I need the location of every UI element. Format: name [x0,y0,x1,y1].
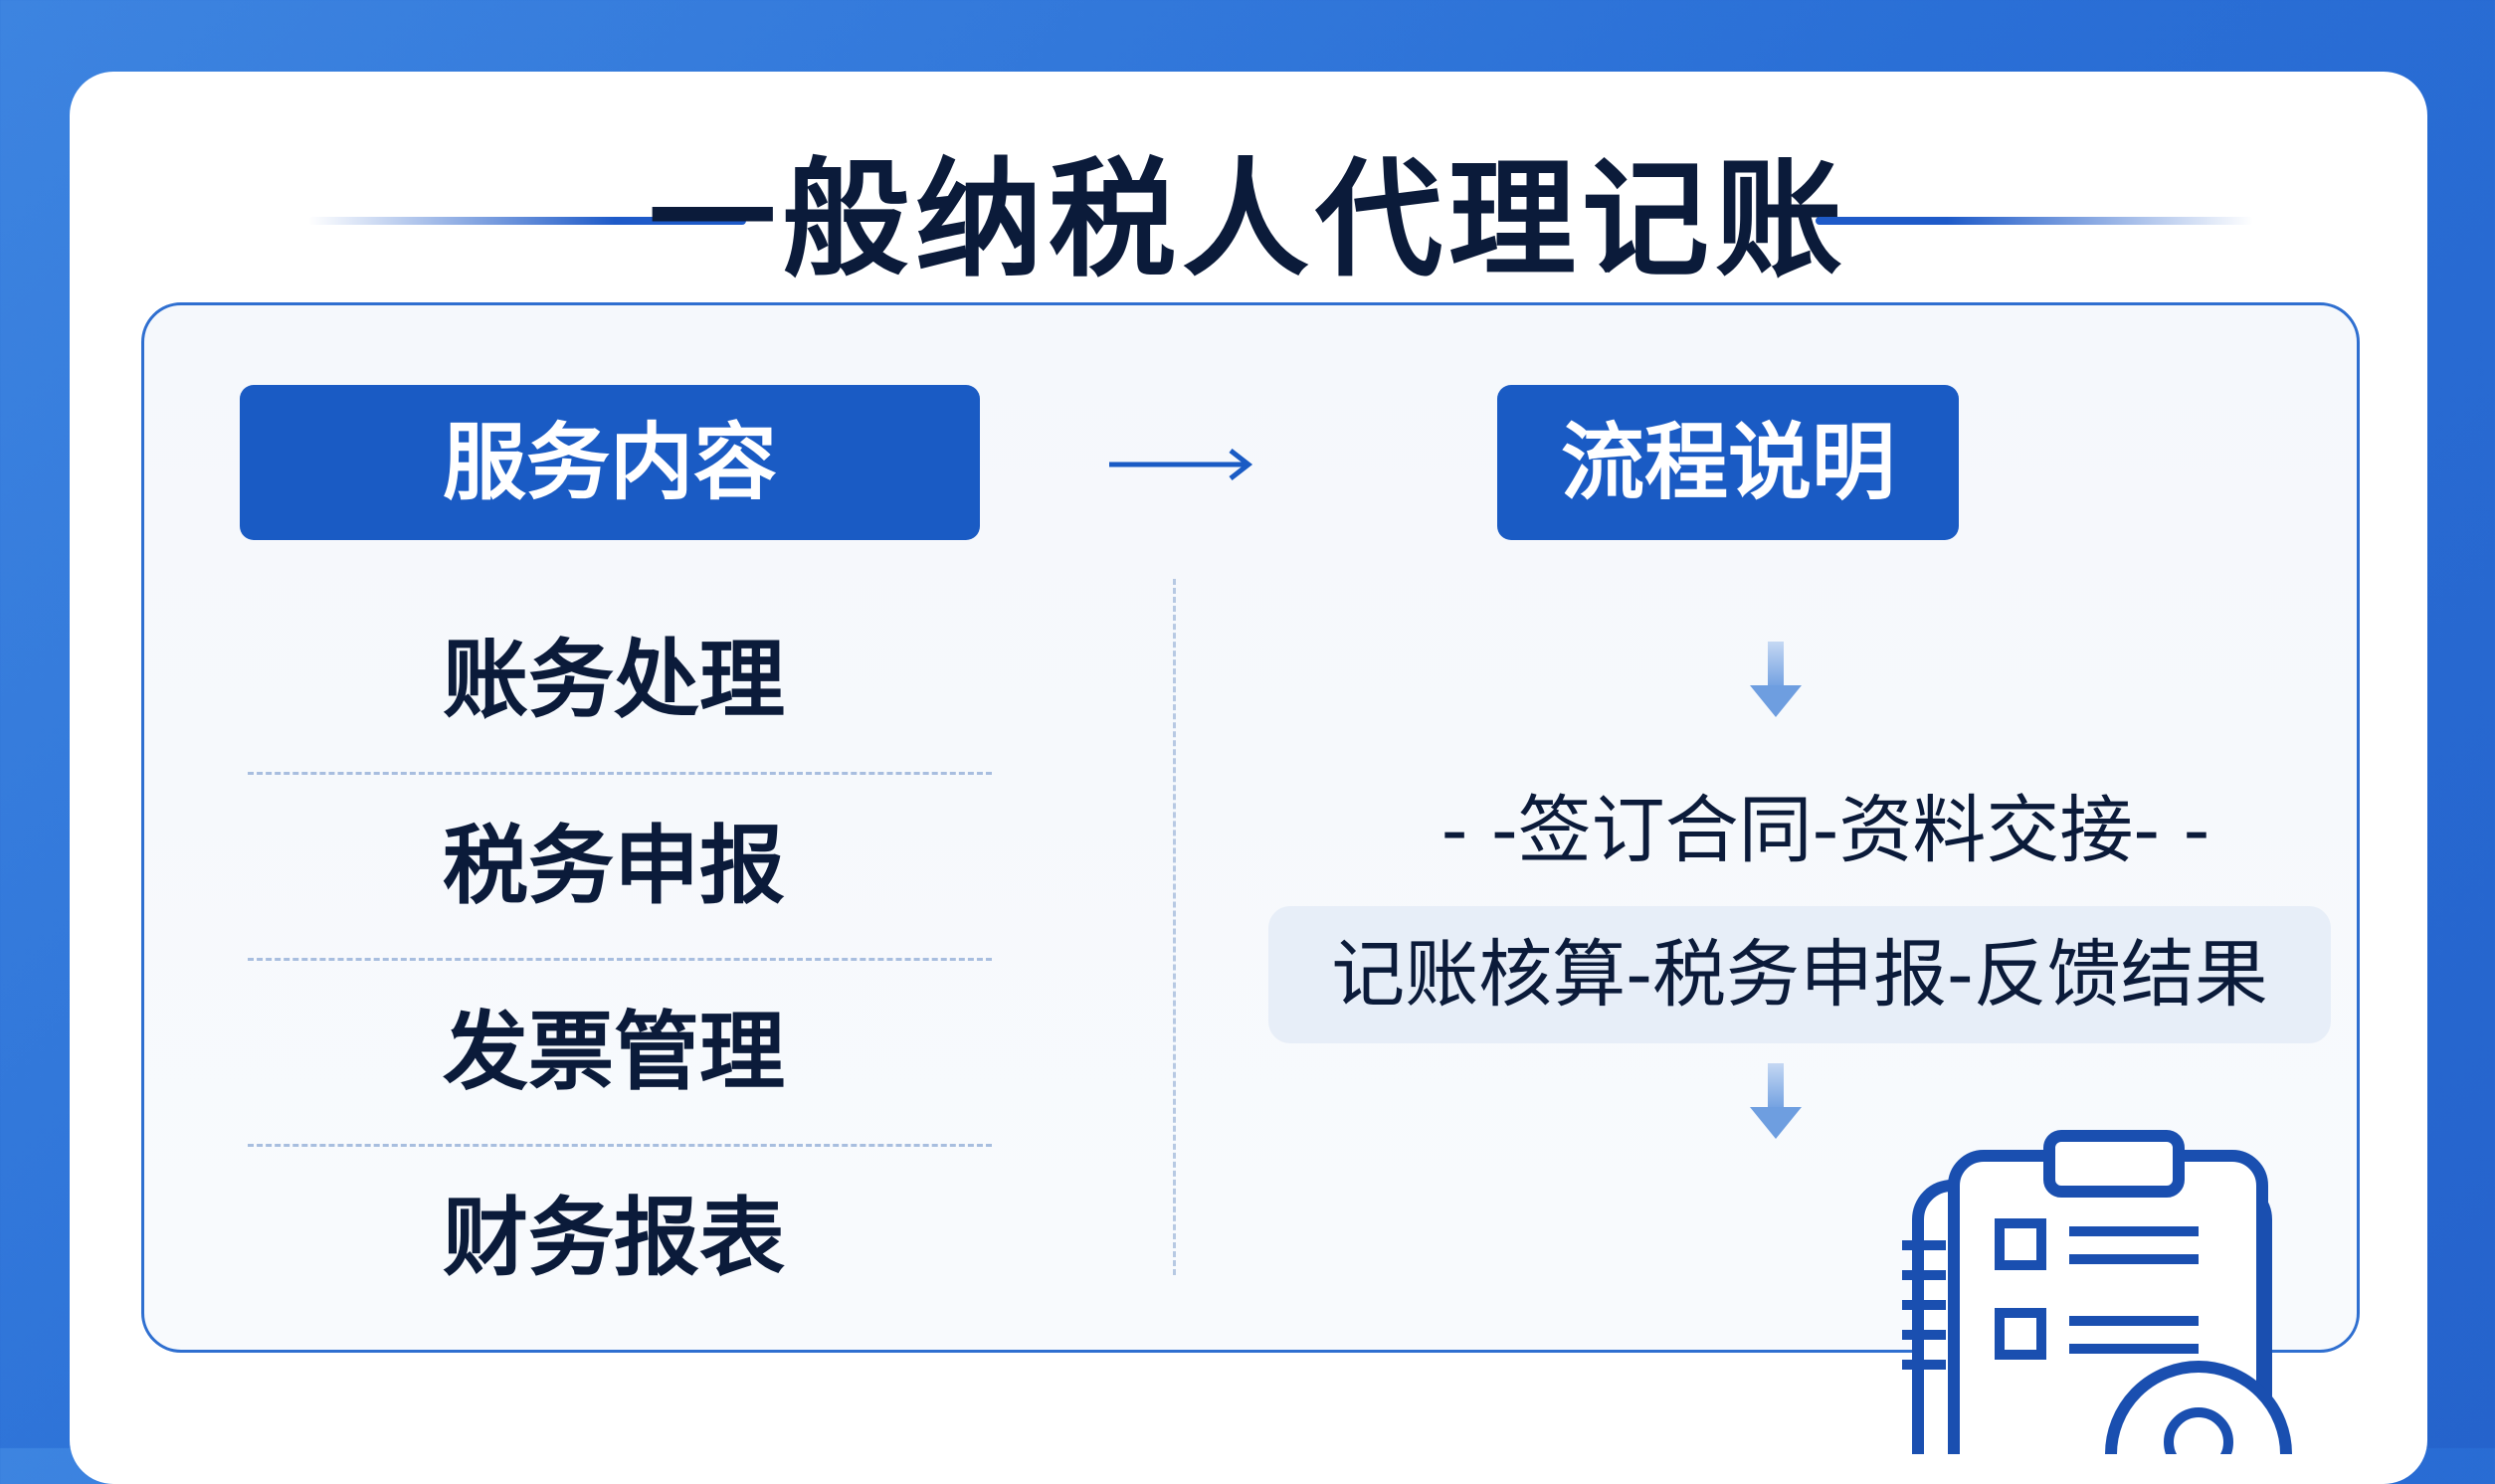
process-steps-line-2: 记账核算-税务申报-反馈结果 [1268,906,2331,1043]
page-title: 一般纳税人代理记账 [648,146,1848,294]
list-item: 发票管理 [248,961,992,1147]
arrow-down-icon [1750,642,1802,717]
title-decor-line-left [308,217,746,225]
process-steps-line-1: - -签订合同-资料交接- - [1440,788,2210,873]
services-list: 账务处理 税务申报 发票管理 财务报表 [248,589,992,1330]
list-item: 税务申报 [248,775,992,961]
arrow-right-icon [1109,449,1253,480]
column-divider [1173,579,1176,1275]
clipboard-checklist-icon [1902,1130,2292,1454]
services-heading: 服务内容 [240,385,980,540]
title-row: 一般纳税人代理记账 [70,141,2427,300]
main-card: 一般纳税人代理记账 服务内容 流程说明 账务处理 税务申报 发票管理 财务报表 … [70,72,2427,1484]
process-heading: 流程说明 [1497,385,1959,540]
title-decor-line-right [1816,217,2253,225]
arrow-down-icon [1750,1063,1802,1139]
list-item: 账务处理 [248,589,992,775]
list-item: 财务报表 [443,1189,785,1288]
